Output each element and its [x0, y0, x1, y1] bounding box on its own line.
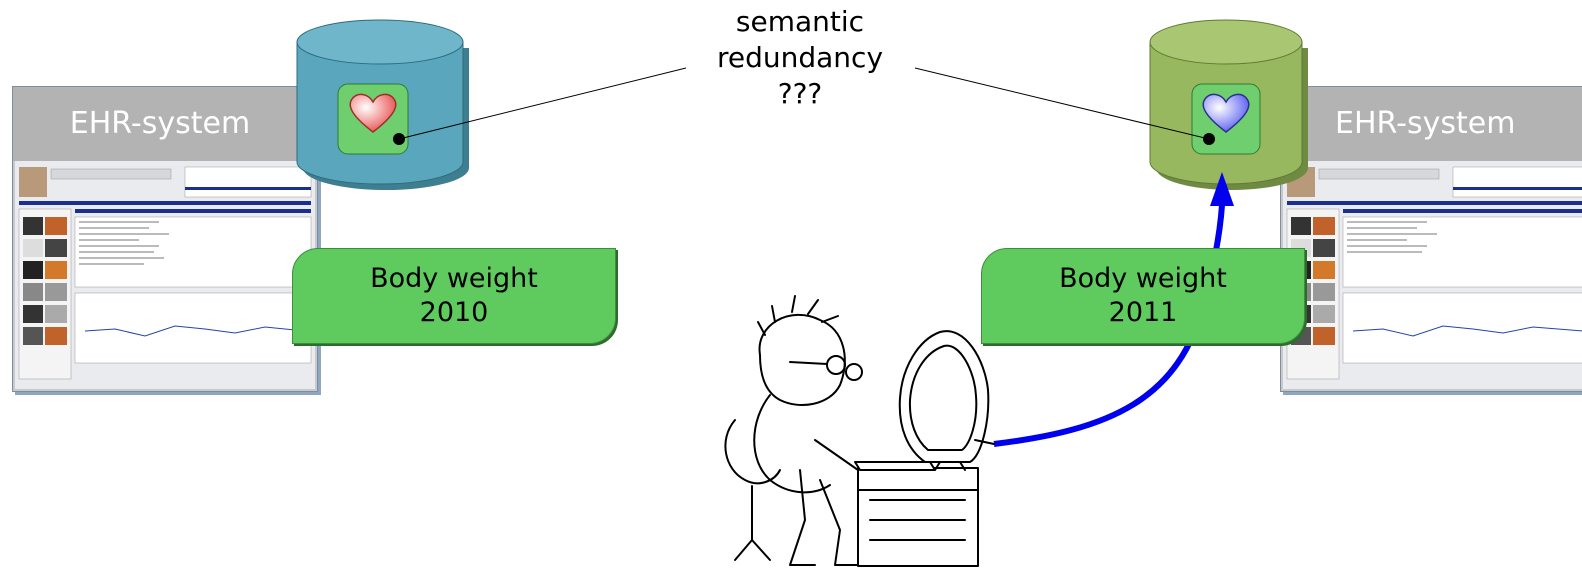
connector-line-left — [398, 67, 687, 140]
body-weight-2010-line-1: Body weight — [370, 263, 538, 294]
ehr-system-right-title: EHR-system — [1281, 87, 1582, 161]
heart-red-icon — [337, 83, 409, 155]
body-weight-2011-line-1: Body weight — [1059, 263, 1227, 294]
body-weight-2010-label: Body weight 2010 — [292, 248, 616, 344]
annotation-line-3: ??? — [777, 77, 823, 110]
heart-blue-icon — [1191, 83, 1261, 155]
data-entry-arrow — [993, 172, 1234, 447]
ehr-system-right: EHR-system — [1280, 86, 1582, 392]
ehr-system-left-title: EHR-system — [13, 87, 317, 161]
ehr-system-left: EHR-system — [12, 86, 318, 392]
person-at-computer-icon — [724, 295, 995, 567]
ehr-screenshot-left — [15, 161, 315, 389]
body-weight-2011-label: Body weight 2011 — [981, 248, 1305, 344]
connector-line-right — [914, 67, 1210, 140]
body-weight-2010-line-2: 2010 — [419, 297, 489, 328]
annotation-line-2: redundancy — [716, 41, 884, 74]
semantic-redundancy-annotation: semantic redundancy ??? — [680, 4, 920, 112]
ehr-screenshot-right-graphic — [1283, 161, 1582, 389]
database-right-icon — [1149, 19, 1308, 190]
annotation-line-1: semantic — [735, 5, 865, 38]
ehr-screenshot-left-graphic — [15, 161, 315, 389]
body-weight-2011-line-2: 2011 — [1108, 297, 1178, 328]
ehr-screenshot-right — [1283, 161, 1582, 389]
